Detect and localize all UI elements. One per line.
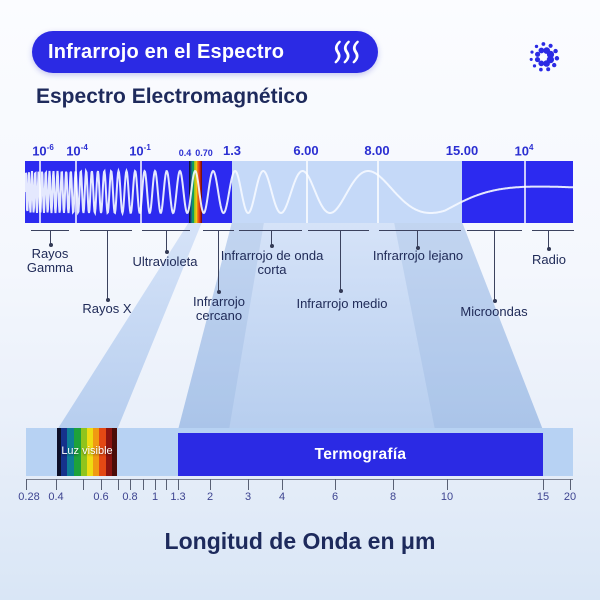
ruler-tick bbox=[166, 479, 168, 490]
ruler-tick bbox=[101, 479, 103, 490]
ruler-tick bbox=[282, 479, 284, 490]
ruler-tick bbox=[26, 479, 28, 490]
band-divider bbox=[140, 161, 142, 223]
band-divider bbox=[377, 161, 379, 223]
ruler-tick bbox=[143, 479, 145, 490]
band-bracket bbox=[308, 230, 369, 293]
wavelength-tick: 6.00 bbox=[293, 143, 319, 158]
wavelength-tick: 10-6 bbox=[32, 142, 54, 158]
ruler-label: 0.4 bbox=[48, 491, 64, 503]
ruler-label: 6 bbox=[331, 491, 339, 503]
ruler-label: 4 bbox=[278, 491, 286, 503]
ruler-tick bbox=[210, 479, 212, 490]
axis-title: Longitud de Onda en μm bbox=[164, 528, 436, 554]
band-label: Infrarrojo medio bbox=[296, 296, 388, 311]
ruler-label: 0.28 bbox=[18, 491, 40, 503]
ruler-label: 8 bbox=[389, 491, 397, 503]
band-bracket bbox=[80, 230, 132, 302]
band-bracket bbox=[467, 230, 522, 303]
band-divider bbox=[75, 161, 77, 223]
ruler-tick bbox=[83, 479, 85, 490]
band-divider bbox=[306, 161, 308, 223]
ruler-tick bbox=[248, 479, 250, 490]
band-label: Infrarrojo cercano bbox=[192, 294, 246, 324]
wavelength-tick: 8.00 bbox=[364, 143, 390, 158]
band-label: Ultravioleta bbox=[132, 254, 198, 269]
page-title: Espectro Electromagnético bbox=[36, 85, 308, 108]
wavelength-tick: 10-1 bbox=[129, 142, 151, 158]
ruler-label: 10 bbox=[440, 491, 454, 503]
visible-light-label: Luz visible bbox=[61, 445, 113, 458]
bottom-scale-bar: Luz visible Termografía bbox=[26, 428, 573, 476]
wavelength-tick: 15.00 bbox=[445, 143, 479, 158]
heat-waves-icon bbox=[334, 40, 359, 64]
band-label: Infrarrojo de onda corta bbox=[220, 248, 324, 278]
visible-spectrum-band bbox=[189, 161, 202, 223]
visible-light-block: Luz visible bbox=[57, 428, 117, 476]
ruler-tick bbox=[335, 479, 337, 490]
band-divider bbox=[524, 161, 526, 223]
ruler-tick bbox=[543, 479, 545, 490]
ruler-tick bbox=[118, 479, 120, 490]
ruler-tick bbox=[178, 479, 180, 490]
wavelength-tick: 0.70 bbox=[195, 148, 213, 158]
band-label: Infrarrojo lejano bbox=[372, 248, 464, 263]
wave-pattern bbox=[25, 167, 573, 217]
ruler-baseline bbox=[26, 479, 573, 480]
ruler-tick bbox=[447, 479, 449, 490]
wavelength-tick: 104 bbox=[514, 142, 534, 158]
band-divider bbox=[39, 161, 41, 223]
spectrum-bar bbox=[25, 161, 573, 223]
band-label: Rayos Gamma bbox=[26, 246, 74, 276]
header-badge-label: Infrarrojo en el Espectro bbox=[48, 40, 285, 63]
band-label: Microondas bbox=[460, 304, 528, 319]
ruler-label: 20 bbox=[563, 491, 577, 503]
ruler-label: 2 bbox=[206, 491, 214, 503]
band-bracket bbox=[239, 230, 302, 248]
ruler-label: 15 bbox=[536, 491, 550, 503]
band-label: Radio bbox=[532, 252, 566, 267]
ruler-tick bbox=[56, 479, 58, 490]
ruler-tick bbox=[393, 479, 395, 490]
band-label: Rayos X bbox=[82, 301, 132, 316]
wavelength-tick: 0.4 bbox=[178, 148, 192, 158]
ruler-tick bbox=[130, 479, 132, 490]
ruler-label: 0.6 bbox=[93, 491, 109, 503]
band-bracket bbox=[142, 230, 190, 254]
ruler-label: 3 bbox=[244, 491, 252, 503]
thermography-block: Termografía bbox=[178, 433, 543, 476]
ruler-tick bbox=[570, 479, 572, 490]
band-bracket bbox=[532, 230, 574, 251]
thermography-label: Termografía bbox=[314, 445, 407, 463]
wavelength-tick: 10-4 bbox=[66, 142, 88, 158]
dots-cluster-icon bbox=[529, 42, 560, 72]
band-bracket bbox=[203, 230, 234, 294]
ruler-label: 0.8 bbox=[122, 491, 138, 503]
ruler-tick bbox=[155, 479, 157, 490]
header-badge: Infrarrojo en el Espectro bbox=[32, 31, 378, 73]
ruler-label: 1.3 bbox=[170, 491, 186, 503]
ruler-label: 1 bbox=[151, 491, 159, 503]
band-bracket bbox=[379, 230, 461, 250]
wavelength-tick: 1.3 bbox=[222, 143, 242, 158]
band-bracket bbox=[31, 230, 69, 247]
